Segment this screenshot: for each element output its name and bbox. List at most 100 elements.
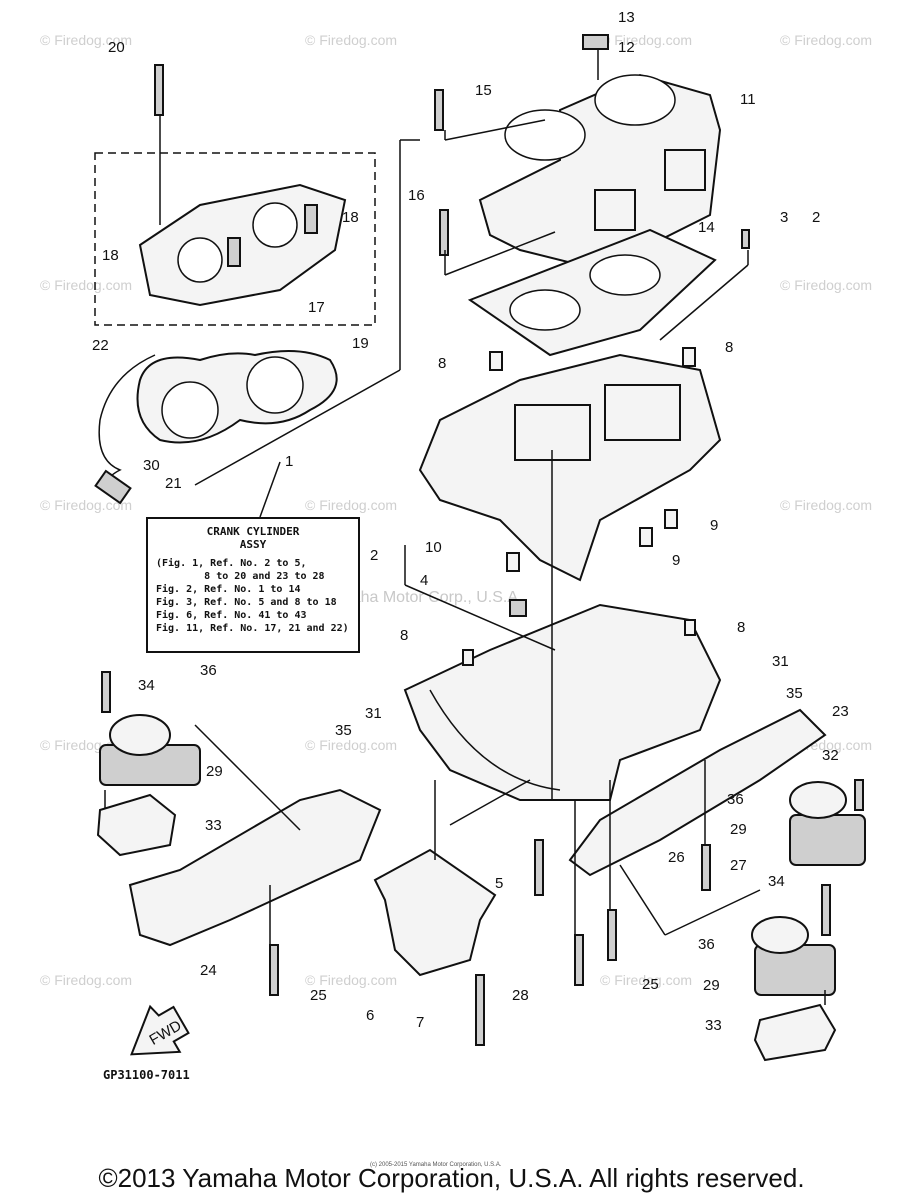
engine-mount <box>789 814 866 866</box>
dowel-pin <box>639 527 653 547</box>
callout: 28 <box>512 987 529 1004</box>
gasket-bore <box>161 381 219 439</box>
callout: 3 <box>780 209 788 226</box>
callout: 33 <box>205 817 222 834</box>
callout: 31 <box>772 653 789 670</box>
cylinder-body-group <box>478 34 722 267</box>
callout: 35 <box>335 722 352 739</box>
callout: 24 <box>200 962 217 979</box>
callout: 36 <box>727 791 744 808</box>
head-port <box>177 237 223 283</box>
crankcase-cavity <box>604 384 681 441</box>
cylinder-head <box>138 183 347 307</box>
callout: 8 <box>725 339 733 356</box>
callout: 25 <box>642 976 659 993</box>
bolt <box>821 884 831 936</box>
engine-mount-rubber <box>789 781 847 819</box>
callout: 23 <box>832 703 849 720</box>
callout: 16 <box>408 187 425 204</box>
bolt <box>854 779 864 811</box>
gasket-bore <box>509 289 581 331</box>
mount-shim <box>753 1003 837 1062</box>
callout: 15 <box>475 82 492 99</box>
small-copyright: (c) 2005-2015 Yamaha Motor Corporation, … <box>370 1162 502 1168</box>
assembly-ref-line: Fig. 6, Ref. No. 41 to 43 <box>156 610 307 621</box>
callout: 29 <box>730 821 747 838</box>
watermark: © Firedog.com <box>600 32 692 48</box>
upper-crankcase-group <box>418 353 722 582</box>
bolt <box>574 934 584 986</box>
watermark: © Firedog.com <box>780 497 872 513</box>
assembly-reference-box: CRANK CYLINDER ASSY (Fig. 1, Ref. No. 2 … <box>146 517 360 653</box>
mount-bracket-left <box>128 788 382 947</box>
callout: 7 <box>416 1014 424 1031</box>
watermark: © Firedog.com <box>40 277 132 293</box>
callout: 36 <box>698 936 715 953</box>
assembly-ref-line: Fig. 3, Ref. No. 5 and 8 to 18 <box>156 597 337 608</box>
callout: 22 <box>92 337 109 354</box>
cylinder-head-group <box>94 152 376 326</box>
cylinder-bore <box>504 109 586 161</box>
dowel-pin <box>664 509 678 529</box>
watermark: © Firedog.com <box>305 32 397 48</box>
mount-shim <box>96 793 177 857</box>
crankcase-cavity <box>514 404 591 461</box>
lower-crankcase <box>403 603 722 801</box>
callout: 11 <box>740 91 756 108</box>
head-port <box>252 202 298 248</box>
callout: 31 <box>365 705 382 722</box>
bolt <box>269 944 279 996</box>
assembly-subtitle: ASSY <box>239 538 267 551</box>
cylinder-bore <box>594 74 676 126</box>
bolt <box>701 844 711 891</box>
document-code: GP31100-7011 <box>103 1068 190 1082</box>
bolts-group <box>101 64 864 1046</box>
callout: 33 <box>705 1017 722 1034</box>
callout: 20 <box>108 39 125 56</box>
callout: 18 <box>342 209 359 226</box>
watermark: © Firedog.com <box>40 32 132 48</box>
callout: 8 <box>400 627 408 644</box>
callout: 5 <box>495 875 503 892</box>
callout: 34 <box>768 873 785 890</box>
dowel-pin <box>682 347 696 367</box>
callout: 29 <box>703 977 720 994</box>
callout: 10 <box>425 539 442 556</box>
leader-lines <box>104 50 826 1005</box>
exhaust-port <box>664 149 706 191</box>
engine-mount-rubber <box>751 916 809 954</box>
callout: 19 <box>352 335 369 352</box>
bolt <box>434 89 444 131</box>
callout: 14 <box>698 219 715 236</box>
callout: 6 <box>366 1007 374 1024</box>
callout: 27 <box>730 857 747 874</box>
watermark: © Firedog.com <box>40 972 132 988</box>
bolt <box>475 974 485 1046</box>
copyright-footer: ©2013 Yamaha Motor Corporation, U.S.A. A… <box>98 1163 805 1193</box>
callout: 25 <box>310 987 327 1004</box>
mount-bracket-right <box>568 708 827 877</box>
fwd-arrow-icon: FWD <box>130 1004 190 1056</box>
head-stud <box>227 237 241 267</box>
watermark: © Firedog.com <box>305 497 397 513</box>
dowel-pin <box>462 649 474 666</box>
callout: 4 <box>420 572 428 589</box>
watermark: © Firedog.com <box>780 277 872 293</box>
callout: 34 <box>138 677 155 694</box>
dowel-pin <box>489 351 503 371</box>
callout: 12 <box>618 39 635 56</box>
bolt <box>439 209 449 256</box>
bolt <box>154 64 164 116</box>
callout: 21 <box>165 475 182 492</box>
bushing <box>509 599 527 617</box>
callout: 32 <box>822 747 839 764</box>
assembly-ref-line: 8 to 20 and 23 to 28 <box>156 571 325 582</box>
assembly-title: CRANK CYLINDER <box>206 525 300 538</box>
callout: 29 <box>206 763 223 780</box>
watermark: © Firedog.com <box>600 972 692 988</box>
callout: 2 <box>812 209 820 226</box>
callout: 30 <box>143 457 160 474</box>
dowels-group <box>462 347 696 666</box>
head-stud <box>304 204 318 234</box>
callout-labels: 13 12 20 15 11 16 14 3 2 18 18 17 22 19 … <box>92 9 849 1034</box>
